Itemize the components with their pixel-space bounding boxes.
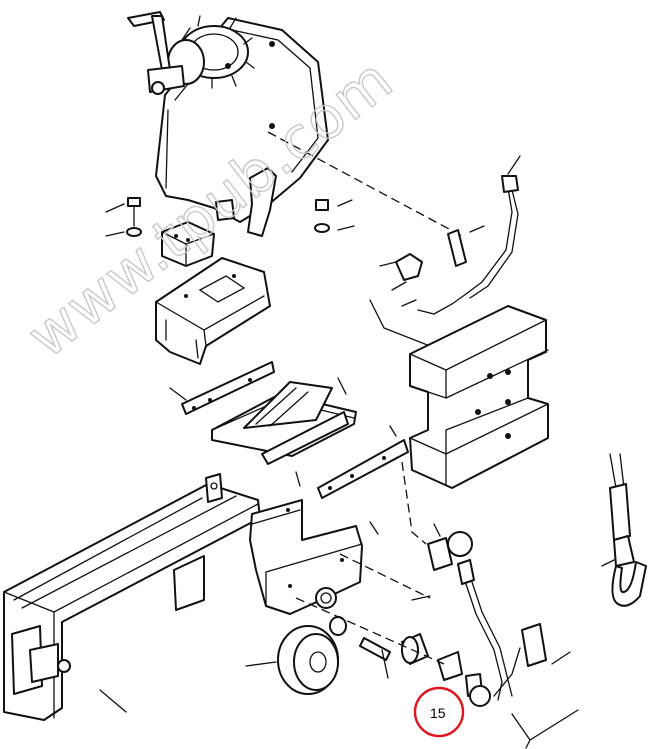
lifting-hook (601, 453, 647, 607)
callout-number: 15 (430, 705, 446, 721)
winch-mount-block (161, 221, 215, 267)
i-beam (409, 305, 549, 489)
axle-bolt-set (295, 553, 483, 697)
winch-assembly (127, 11, 463, 237)
clamp-plates (169, 361, 409, 499)
trolley-wheel (245, 625, 339, 695)
lock-lever (247, 167, 277, 237)
lower-pin-lanyard (369, 461, 579, 749)
callout-15: 15 (413, 686, 465, 738)
mount-bolts-left (105, 197, 355, 237)
cable-lanyard-upper (369, 155, 521, 347)
callout-ring (413, 686, 465, 738)
crank-handle (127, 11, 185, 95)
winch-base (155, 257, 271, 365)
main-frame-beam (3, 473, 261, 721)
trolley-carriage (249, 499, 363, 615)
